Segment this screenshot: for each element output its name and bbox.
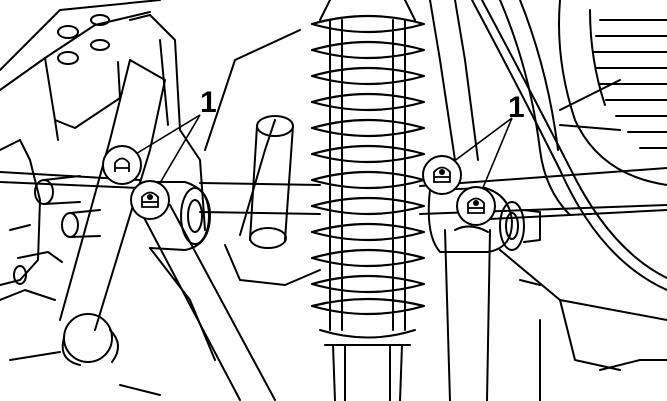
left-pivot-housing (144, 181, 216, 361)
left-frame-bracket (0, 0, 206, 361)
left-callout-bolts (102, 145, 170, 220)
callout-label-right: 1 (508, 91, 525, 124)
right-cable (471, 0, 667, 291)
left-lower-bolt-circle (130, 180, 170, 220)
callout-label-left: 1 (200, 86, 217, 119)
right-callout-bolts (422, 155, 496, 226)
right-engine-case (499, 0, 667, 216)
left-upper-bolt-circle (102, 145, 142, 185)
left-lower-strut (139, 204, 276, 401)
right-pivot-housing (427, 187, 541, 253)
bolt-head-icon (114, 157, 130, 172)
right-upper-bolt-circle (422, 155, 462, 195)
left-arm-boss (13, 175, 101, 285)
right-lower-structure (499, 249, 667, 401)
horizontal-frame-bars (0, 167, 667, 221)
center-left-link (204, 29, 321, 286)
right-lower-bolt-circle (456, 186, 496, 226)
left-lower-arm (59, 59, 166, 396)
callout-leaders (133, 114, 513, 191)
right-link-arm (429, 0, 491, 401)
